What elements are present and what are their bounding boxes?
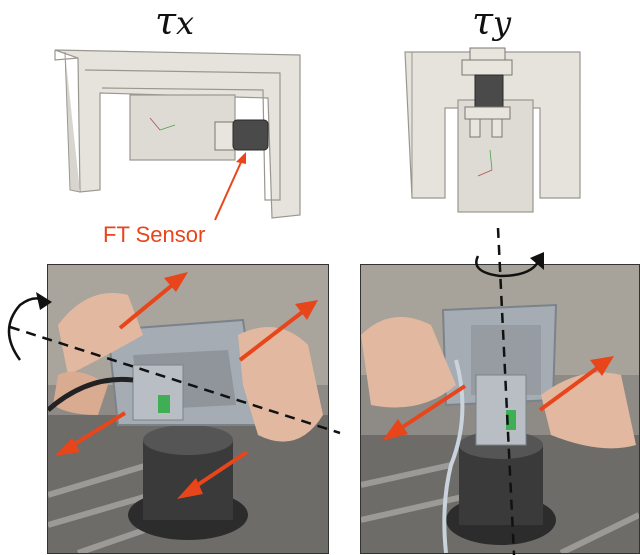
tau-y-base: τ bbox=[472, 0, 494, 43]
photo-tau-y bbox=[360, 264, 640, 554]
tau-x-title: τx bbox=[155, 2, 194, 40]
tau-x-subscript: x bbox=[176, 4, 195, 42]
tau-y-title: τy bbox=[472, 2, 511, 40]
tau-x-base: τ bbox=[155, 0, 177, 43]
photo-tau-x bbox=[47, 264, 329, 554]
cad-model-tau-y bbox=[404, 47, 581, 213]
ft-sensor-label: FT Sensor bbox=[103, 222, 206, 247]
rotation-arrow-x-icon bbox=[7, 292, 52, 361]
cad-model-tau-x bbox=[54, 49, 301, 221]
tau-y-subscript: y bbox=[493, 4, 512, 42]
